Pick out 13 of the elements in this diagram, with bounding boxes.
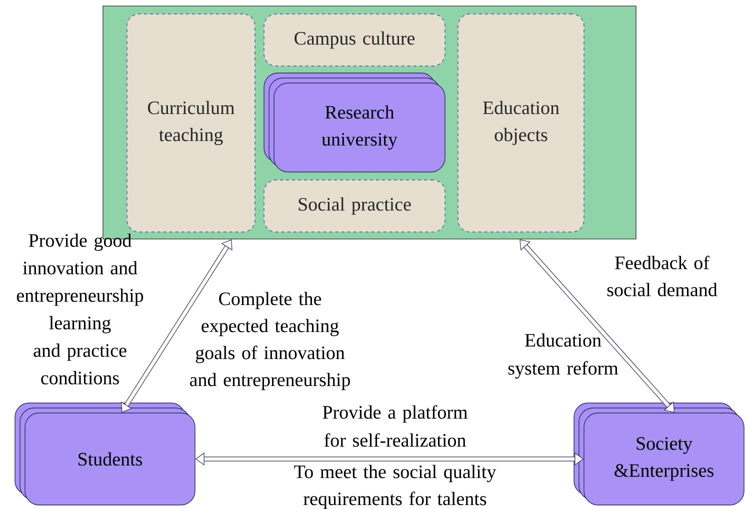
- annotation-text: To meet the social quality requirements for talents: [294, 464, 496, 509]
- annotation-text: Education system reform: [508, 333, 618, 379]
- stacked-box: Research university: [264, 72, 446, 172]
- double-arrow: [520, 239, 675, 413]
- edge-label: Provide a platform for self-realization: [322, 405, 468, 447]
- dashed-box: Campus culture: [264, 14, 446, 66]
- dashed-box: Curriculum teaching: [126, 14, 256, 232]
- edge-label: Feedback of social demand: [607, 256, 718, 296]
- stacked-box: Students: [14, 402, 196, 506]
- dashed-box: Education objects: [458, 14, 584, 232]
- stacked-box: Society &Enterprises: [574, 402, 744, 506]
- dashed-box: Social practice: [264, 180, 446, 232]
- annotation-text: Complete the expected teaching goals of innovation and entrepreneurship: [190, 292, 350, 390]
